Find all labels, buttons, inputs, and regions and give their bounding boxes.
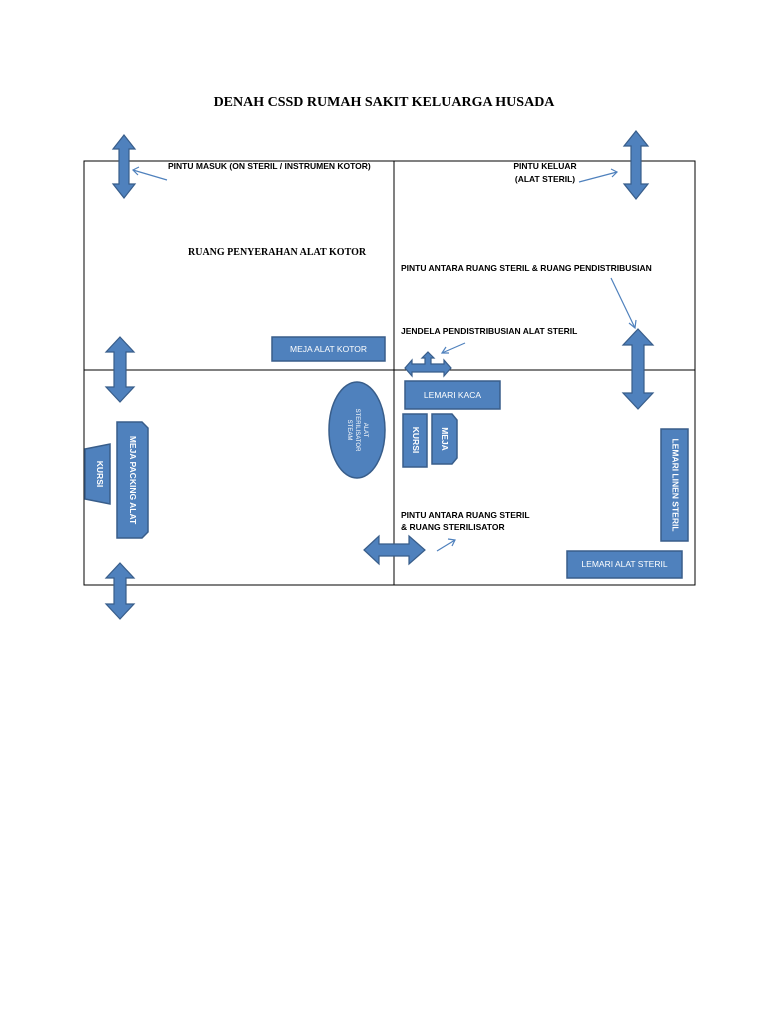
lemari-alat-steril-label: LEMARI ALAT STERIL bbox=[581, 559, 667, 569]
meja-packing-alat: MEJA PACKING ALAT bbox=[116, 421, 149, 539]
meja-mid: MEJA bbox=[431, 413, 458, 465]
exit-pointer-head bbox=[610, 168, 619, 178]
window-pointer bbox=[441, 342, 466, 354]
entrance-label: PINTU MASUK (ON STERIL / INSTRUMEN KOTOR… bbox=[168, 161, 371, 171]
lemari-linen-steril: LEMARI LINEN STERIL bbox=[660, 428, 689, 542]
lemari-kaca-label: LEMARI KACA bbox=[424, 390, 481, 400]
lemari-kaca: LEMARI KACA bbox=[404, 380, 501, 410]
door-arrows bbox=[104, 130, 655, 620]
lemari-alat-steril: LEMARI ALAT STERIL bbox=[566, 550, 683, 579]
left-partition-door-arrow bbox=[104, 336, 136, 403]
sterilizer-door-pointer bbox=[436, 539, 456, 552]
outer-wall bbox=[83, 160, 696, 586]
sterilizer-door-arrow bbox=[363, 534, 426, 566]
exit-label-line2: (ALAT STERIL) bbox=[515, 174, 575, 184]
sterilizer-door-label-line1: PINTU ANTARA RUANG STERIL bbox=[401, 510, 530, 520]
meja-alat-kotor-label: MEJA ALAT KOTOR bbox=[290, 344, 367, 354]
meja-packing-label: MEJA PACKING ALAT bbox=[128, 436, 138, 525]
sterile-dist-door-label: PINTU ANTARA RUANG STERIL & RUANG PENDIS… bbox=[401, 263, 652, 273]
lemari-linen-label: LEMARI LINEN STERIL bbox=[670, 438, 680, 531]
exit-door-arrow bbox=[622, 130, 650, 200]
right-partition-door-arrow bbox=[621, 328, 655, 410]
dirty-room-label: RUANG PENYERAHAN ALAT KOTOR bbox=[188, 247, 367, 258]
window-pointer-head bbox=[440, 346, 449, 354]
dist-window-label: JENDELA PENDISTRIBUSIAN ALAT STERIL bbox=[401, 326, 577, 336]
kursi-left: KURSI bbox=[84, 443, 111, 505]
meja-mid-label: MEJA bbox=[440, 427, 450, 451]
sterilisator-steam: ALAT STERILISATOR STEAM bbox=[328, 381, 386, 479]
exit-pointer bbox=[578, 171, 618, 183]
window-arrow bbox=[404, 351, 452, 378]
exit-label-line1: PINTU KELUAR bbox=[513, 161, 576, 171]
walls bbox=[83, 160, 696, 586]
page-title: DENAH CSSD RUMAH SAKIT KELUARGA HUSADA bbox=[214, 95, 556, 110]
entrance-door-arrow bbox=[111, 134, 137, 199]
entrance-pointer-head bbox=[131, 166, 140, 176]
sterilisator-label-line2: STERILISATOR bbox=[354, 409, 360, 452]
sterilizer-door-label-line2: & RUANG STERILISATOR bbox=[401, 522, 505, 532]
sterilisator-label-line1: ALAT bbox=[362, 423, 368, 438]
entrance-pointer bbox=[132, 169, 168, 181]
pointers bbox=[131, 166, 637, 552]
kursi-mid-label: KURSI bbox=[411, 427, 421, 453]
dist-door-pointer-head bbox=[628, 319, 637, 330]
dist-door-pointer bbox=[610, 277, 636, 329]
bottom-door-arrow bbox=[104, 562, 136, 620]
kursi-left-label: KURSI bbox=[95, 461, 105, 487]
meja-alat-kotor: MEJA ALAT KOTOR bbox=[271, 336, 386, 362]
kursi-mid: KURSI bbox=[402, 413, 428, 468]
sterilisator-label-line3: STEAM bbox=[346, 420, 352, 441]
sterilizer-door-pointer-head bbox=[447, 538, 456, 547]
